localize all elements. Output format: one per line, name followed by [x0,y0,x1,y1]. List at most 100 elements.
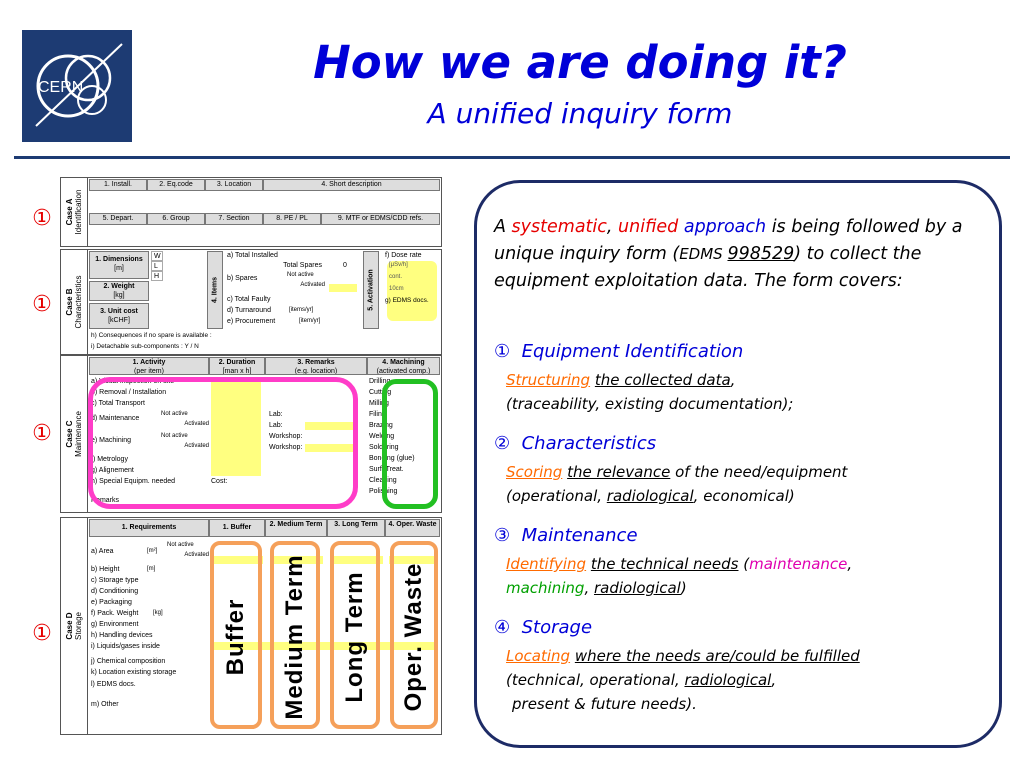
case-b-dose-cont: cont. [389,274,403,280]
case-d-packaging: e) Packaging [91,599,132,606]
case-d-liquids-field [211,642,437,650]
item-identification-line1: Structuring the collected data, [506,371,736,389]
case-b-consequences: h) Consequences if no spare is available… [91,332,212,339]
case-a-location: 3. Location [205,179,263,191]
buffer-highlight [210,541,262,729]
item-identification-line2: (traceability, existing documentation); [506,395,794,413]
case-b-not-active: Not active [287,272,314,278]
case-c-activity-f: f) Metrology [91,456,128,463]
medium-term-highlight [270,541,320,729]
case-b-activated: Activated [300,282,325,288]
case-d-activated: Activated [184,552,209,558]
case-c-d-lab-activated: Lab: [269,422,283,429]
header-divider [14,156,1010,159]
cern-logo: CERN [22,30,132,142]
case-d-environment: g) Environment [91,621,139,628]
item-identification: ① Equipment Identification [494,341,744,362]
case-d-edms: l) EDMS docs. [91,681,136,688]
case-d-requirements-header: 1. Requirements [89,519,209,537]
case-b-total-spares-value: 0 [343,262,347,269]
case-d-area: a) Area [91,548,114,555]
case-d-area-unit: [m²] [147,548,158,554]
case-c-duration-header: 2. Duration[man x h] [209,357,265,375]
case-c-cost: Cost: [211,478,228,485]
case-d-handling: h) Handling devices [91,632,153,639]
case-b-spares: b) Spares [227,275,258,282]
case-a-short-description: 4. Short description [263,179,440,191]
marker-case-a: ① [32,206,52,231]
item-storage-line2: (technical, operational, radiological, [506,671,777,689]
case-c-duration-fields [211,378,261,476]
case-c-workshop-field [305,444,355,452]
intro-paragraph: A systematic, unified approach is being … [494,217,963,291]
case-c-e-activated: Activated [184,443,209,449]
case-c-machining-7: Bonding (glue) [369,455,415,462]
case-b-total-installed: a) Total Installed [227,252,278,259]
case-d-pack-weight: f) Pack. Weight [91,610,139,617]
case-c-activity-h: h) Special Equipm. needed [91,478,176,485]
oper-waste-overlay-label: Oper. Waste [400,562,427,712]
item-maintenance-line2: machining, radiological) [506,579,687,597]
case-b-procurement-unit: [item/yr] [299,318,321,324]
case-b-l: L [151,261,163,271]
case-d-other: m) Other [91,701,119,708]
case-c-d-lab: Lab: [269,411,283,418]
buffer-overlay-label: Buffer [222,598,249,676]
case-d-conditioning: d) Conditioning [91,588,139,595]
case-d-storage-type: c) Storage type [91,577,139,584]
case-b-items-label: 4. Items [207,251,223,329]
item-maintenance: ③ Maintenance [494,525,638,546]
case-c-d-activated: Activated [184,421,209,427]
case-b-weight: 2. Weight[kg] [89,281,149,301]
case-d-height-unit: [m] [147,566,156,572]
oper-waste-highlight [390,541,438,729]
case-c-remarks-header: 3. Remarks(e.g. location) [265,357,367,375]
case-c-activity-e: e) Machining [91,437,132,444]
case-c-activity-d: d) Maintenance [91,415,140,422]
case-c-machining-1: Cutting [369,389,392,396]
case-d-weight-unit: [kg] [153,610,163,616]
case-b-dose-rate: f) Dose rate [385,252,422,259]
case-b-dose-unit: [μSv/h] [389,262,408,268]
case-c-machining-4: Brazing [369,422,393,429]
case-a-pe-pl: 8. PE / PL [263,213,321,225]
case-b-dose-dist: 10cm [389,286,404,292]
case-d-medium-field [271,556,323,564]
case-a-install: 1. Install. [89,179,147,191]
case-b-total-spares-label: Total Spares [283,262,322,269]
case-c-activity-g: g) Alignement [91,467,134,474]
case-d-medium-header: 2. Medium Term [265,519,327,537]
case-b-procurement: e) Procurement [227,318,276,325]
description-box [474,180,1002,748]
case-c-e-workshop-activated: Workshop: [269,444,303,451]
case-a-section: 7. Section [205,213,263,225]
case-b-total-faulty: c) Total Faulty [227,296,271,303]
cern-logo-text: CERN [38,79,83,96]
maintenance-highlight [88,377,358,509]
case-d-waste-field [389,556,437,564]
case-c-activity-c: c) Total Transport [91,400,145,407]
case-c-lab-field [305,422,355,430]
case-c-machining-2: Milling [369,400,389,407]
case-a-depart: 5. Depart. [89,213,147,225]
item-characteristics-line2: (operational, radiological, economical) [506,487,795,505]
case-b-h: H [151,271,163,281]
case-d-chemical: j) Chemical composition [91,658,166,665]
case-b-edms-docs: g) EDMS docs. [385,297,429,304]
item-storage-line1: Locating where the needs are/could be fu… [506,647,860,665]
long-term-overlay-label: Long Term [341,571,368,703]
page-title: How we are doing it? [313,36,847,89]
case-d-buffer-field [211,556,263,564]
long-term-highlight [330,541,380,729]
case-c-e-workshop: Workshop: [269,433,303,440]
item-characteristics: ② Characteristics [494,433,657,454]
page-subtitle: A unified inquiry form [427,97,733,130]
case-c-activity-header: 1. Activity(per item) [89,357,209,375]
